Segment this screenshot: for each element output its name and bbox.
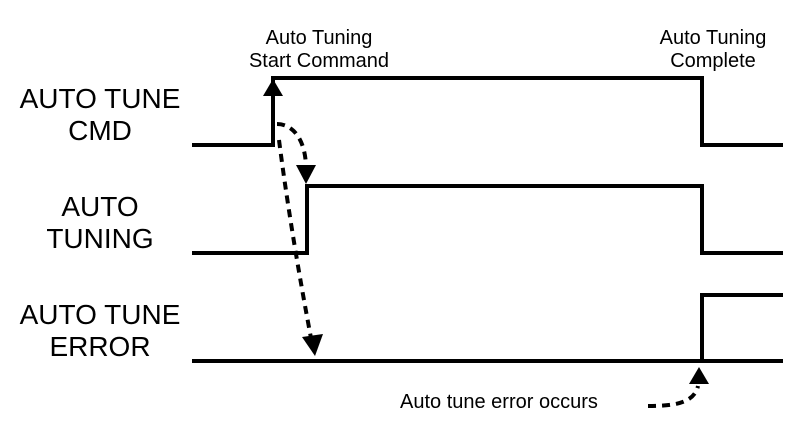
annotation-error-occurs: Auto tune error occurs (400, 391, 598, 413)
label-auto-tune-cmd-line1: AUTO TUNE (20, 83, 181, 114)
start-command-arrow-icon (263, 79, 283, 96)
label-auto-tune-error-line2: ERROR (49, 331, 150, 362)
label-auto-tuning-line1: AUTO (61, 191, 138, 222)
waveform-auto-tune-cmd (192, 76, 783, 147)
dashed-arrow-cmd-to-tuning (276, 122, 308, 167)
annotation-start-line2: Start Command (249, 50, 389, 72)
annotation-complete-line1: Auto Tuning (660, 27, 767, 49)
label-auto-tune-cmd-line2: CMD (68, 115, 132, 146)
arrowhead-to-error-icon (302, 334, 323, 356)
label-auto-tuning-line2: TUNING (46, 223, 153, 254)
arrowhead-error-occurs-icon (689, 367, 709, 384)
annotation-start-line1: Auto Tuning (266, 27, 373, 49)
waveform-auto-tune-error-high (700, 293, 783, 361)
dashed-arrow-cmd-to-error (277, 139, 313, 339)
dashed-arrow-error-occurs (647, 385, 700, 408)
waveform-auto-tuning (192, 184, 783, 255)
label-auto-tune-error-line1: AUTO TUNE (20, 299, 181, 330)
arrowhead-to-tuning-icon (296, 165, 316, 184)
annotation-complete-line2: Complete (670, 50, 756, 72)
